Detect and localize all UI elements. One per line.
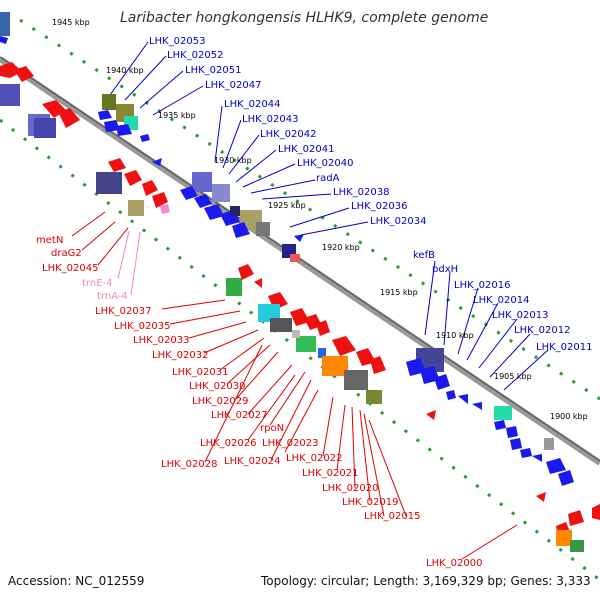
bottom-label-connectors	[71, 211, 518, 560]
gene-label: LHK_02014	[473, 295, 529, 306]
kbp-label: 1915 kbp	[380, 288, 418, 297]
gene-label: LHK_02051	[185, 65, 241, 76]
top-label-connectors	[109, 41, 549, 391]
kbp-label: 1910 kbp	[436, 331, 474, 340]
gene-label: LHK_02021	[302, 468, 358, 479]
gene-label: LHK_02037	[95, 306, 151, 317]
gene-label: LHK_02016	[454, 280, 510, 291]
gene-label: LHK_02026	[200, 438, 256, 449]
gene-label: LHK_02013	[492, 310, 548, 321]
gene-label: trnA-4	[97, 291, 128, 302]
gene-label: kefB	[413, 250, 435, 261]
gene-label: LHK_02028	[161, 459, 217, 470]
gene-label: LHK_02040	[297, 158, 353, 169]
gene-label: LHK_02030	[189, 381, 245, 392]
kbp-label: 1920 kbp	[322, 243, 360, 252]
kbp-label: 1940 kbp	[106, 66, 144, 75]
gene-label: LHK_02012	[514, 325, 570, 336]
gene-label: LHK_02031	[172, 367, 228, 378]
map-title: Laribacter hongkongensis HLHK9, complete…	[120, 10, 489, 26]
gene-label: LHK_02044	[224, 99, 280, 110]
top-gene-labels: LHK_02053 LHK_02052 LHK_02051 LHK_02047 …	[149, 36, 426, 227]
gene-label: LHK_02042	[260, 129, 316, 140]
gene-label: LHK_02033	[133, 335, 189, 346]
gene-label: LHK_02053	[149, 36, 205, 47]
kbp-label: 1905 kbp	[494, 372, 532, 381]
kbp-label: 1935 kbp	[158, 111, 196, 120]
gene-label: LHK_02041	[278, 144, 334, 155]
gene-label: LHK_02024	[224, 456, 280, 467]
kbp-label: 1930 kbp	[214, 156, 252, 165]
gene-label: LHK_02047	[205, 80, 261, 91]
genome-summary: Topology: circular; Length: 3,169,329 bp…	[261, 574, 591, 588]
gene-label: LHK_02000	[426, 558, 482, 569]
gene-label: LHK_02034	[370, 216, 426, 227]
gene-label: LHK_02020	[322, 483, 378, 494]
gene-label: draG2	[51, 248, 82, 259]
gene-label: LHK_02015	[364, 511, 420, 522]
kbp-label: 1945 kbp	[52, 18, 90, 27]
kbp-labels: 1945 kbp 1940 kbp 1935 kbp 1930 kbp 1925…	[52, 18, 588, 421]
gene-label: LHK_02035	[114, 321, 170, 332]
gene-label: rpoN	[260, 423, 284, 434]
left-gene-labels: metN draG2 LHK_02045 trnE-4 trnA-4	[36, 235, 128, 302]
gene-label: trnE-4	[82, 278, 112, 289]
gene-label: metN	[36, 235, 63, 246]
kbp-label: 1900 kbp	[550, 412, 588, 421]
gene-label: LHK_02029	[192, 396, 248, 407]
gene-label: LHK_02036	[351, 201, 407, 212]
bottom-gene-labels: LHK_02037 LHK_02035 LHK_02033 LHK_02032 …	[95, 306, 482, 569]
gene-label: LHK_02045	[42, 263, 98, 274]
gene-label: LHK_02052	[167, 50, 223, 61]
gene-label: pdxH	[432, 264, 458, 275]
gene-label: LHK_02032	[152, 350, 208, 361]
gene-label: LHK_02022	[286, 453, 342, 464]
accession-label: Accession: NC_012559	[8, 574, 145, 588]
gene-label: LHK_02019	[342, 497, 398, 508]
gene-label: LHK_02027	[211, 410, 267, 421]
gene-label: LHK_02023	[262, 438, 318, 449]
right-gene-labels: kefB pdxH LHK_02016 LHK_02014 LHK_02013 …	[413, 250, 592, 353]
tick-track-outer	[0, 18, 600, 582]
gene-label: radA	[316, 173, 340, 184]
kbp-label: 1925 kbp	[268, 201, 306, 210]
gene-label: LHK_02043	[242, 114, 298, 125]
gene-features	[0, 12, 600, 552]
trna-connectors	[117, 230, 141, 296]
gene-label: LHK_02038	[333, 187, 389, 198]
gene-label: LHK_02011	[536, 342, 592, 353]
